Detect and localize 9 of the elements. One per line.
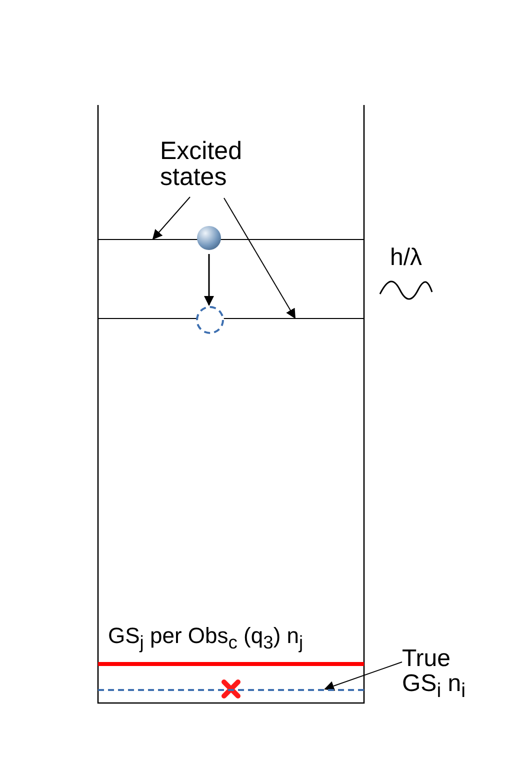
callout-text: Excited states — [160, 138, 243, 190]
state-label: True GS$_{i}$ n$_{i}$ — [402, 646, 467, 702]
photon-label: h/λ — [390, 245, 422, 270]
arrow — [224, 198, 296, 319]
arrow — [152, 196, 190, 240]
arrow — [324, 662, 402, 691]
particle-ball — [197, 226, 221, 250]
arrow — [204, 254, 214, 306]
level-label: GS$_{j}$ per Obs$_{c}$ (q$_{3}$) n$_{j}$ — [108, 624, 304, 652]
